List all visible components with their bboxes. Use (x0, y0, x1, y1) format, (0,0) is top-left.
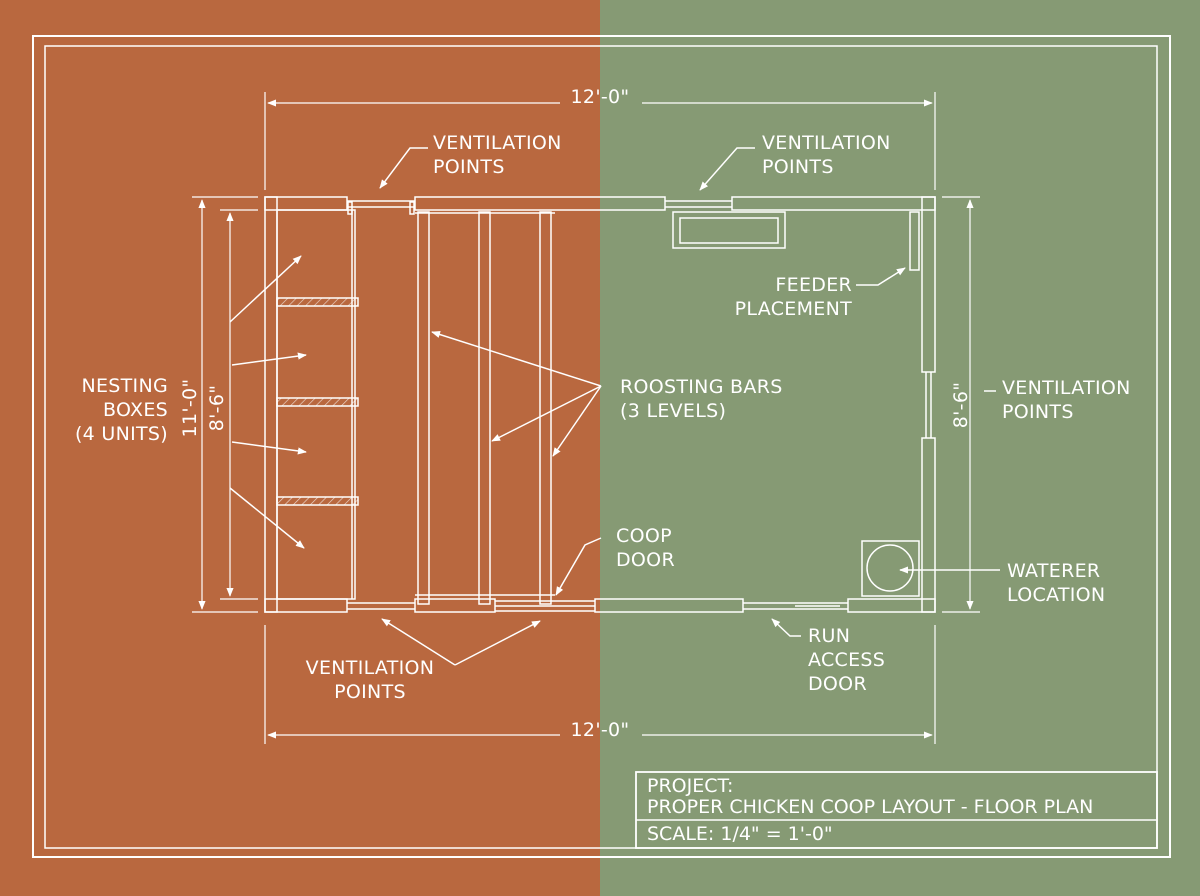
roosting-bars-label: ROOSTING BARS(3 LEVELS) (620, 376, 783, 422)
dim-top-label: 12'-0" (571, 86, 630, 108)
coop-door (495, 600, 595, 612)
dim-left-outer-label: 11'-0" (179, 379, 201, 438)
roosting-bars (415, 211, 555, 605)
project-label: PROJECT: (647, 775, 733, 797)
inner-border (44, 45, 1158, 849)
dim-left-inner-label: 8'-6" (206, 385, 228, 432)
run-access-door (743, 602, 848, 610)
project-name: PROPER CHICKEN COOP LAYOUT - FLOOR PLAN (647, 796, 1093, 818)
ventilation-openings (347, 200, 932, 610)
scale-text: SCALE: 1/4" = 1'-0" (647, 823, 833, 845)
dim-bottom-label: 12'-0" (571, 719, 630, 741)
nesting-boxes (276, 209, 359, 600)
dim-right-label: 8'-6" (950, 382, 972, 429)
dimension-text: 12'-0" 12'-0" 11'-0" 8'-6" 8'-6" (179, 85, 972, 741)
outer-border (32, 35, 1171, 858)
leader-lines (229, 147, 1000, 666)
dimension-lines (192, 92, 980, 744)
title-block: PROJECT: PROPER CHICKEN COOP LAYOUT - FL… (635, 771, 1158, 849)
waterer (861, 540, 920, 597)
coop-walls (264, 196, 936, 613)
feeder (672, 211, 920, 271)
